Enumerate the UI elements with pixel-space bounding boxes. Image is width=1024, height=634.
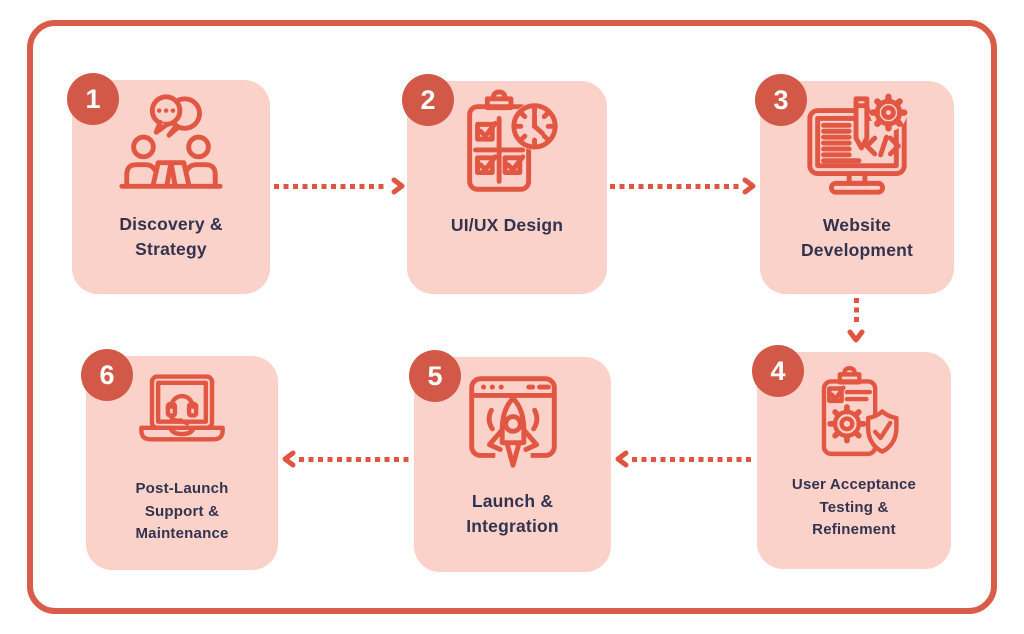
arrowhead-down-icon xyxy=(847,329,865,343)
dotted-line xyxy=(853,298,859,326)
step-number-badge: 4 xyxy=(752,345,804,397)
step-number-badge: 5 xyxy=(409,350,461,402)
dotted-line xyxy=(274,183,388,189)
step-number-badge: 3 xyxy=(755,74,807,126)
step-label: Launch & Integration xyxy=(466,491,559,536)
step-label: Website Development xyxy=(800,215,914,260)
flow-arrow-2-to-3 xyxy=(610,177,757,195)
team-discussion-icon xyxy=(112,86,230,204)
dotted-line xyxy=(632,456,754,462)
step-number-badge: 1 xyxy=(67,73,119,125)
clipboard-gear-shield-icon xyxy=(801,362,907,468)
arrowhead-left-icon xyxy=(282,450,296,468)
step-card-user-acceptance-testing: 4 User Acceptance Test xyxy=(752,345,951,569)
step-label: Post-Launch Support & Maintenance xyxy=(135,480,229,542)
flow-arrow-3-to-4 xyxy=(847,298,865,344)
step-number-badge: 6 xyxy=(81,349,133,401)
step-card-website-development: 3 xyxy=(755,74,954,294)
step-label: User Acceptance Testing & Refinement xyxy=(791,476,917,538)
laptop-headset-icon xyxy=(129,366,235,472)
arrowhead-left-icon xyxy=(615,450,629,468)
step-card-uiux-design: 2 xyxy=(402,74,607,294)
flow-arrow-5-to-6 xyxy=(281,450,411,468)
flow-arrow-4-to-5 xyxy=(614,450,754,468)
flow-arrow-1-to-2 xyxy=(274,177,406,195)
dotted-line xyxy=(610,183,739,189)
step-card-launch-integration: 5 Launch & Integration xyxy=(409,350,611,572)
step-number-badge: 2 xyxy=(402,74,454,126)
step-label: UI/UX Design xyxy=(450,215,564,235)
step-card-post-launch-support: 6 Post-Launch Support & Maintenance xyxy=(81,349,278,570)
arrowhead-right-icon xyxy=(742,177,756,195)
checklist-clock-icon xyxy=(448,87,566,205)
step-card-discovery-strategy: 1 Discovery & Strategy xyxy=(67,73,270,294)
step-label: Discovery & Strategy xyxy=(119,214,223,259)
dotted-line xyxy=(299,456,411,462)
browser-rocket-icon xyxy=(454,363,572,481)
arrowhead-right-icon xyxy=(391,177,405,195)
monitor-code-pencil-gear-icon xyxy=(798,87,916,205)
